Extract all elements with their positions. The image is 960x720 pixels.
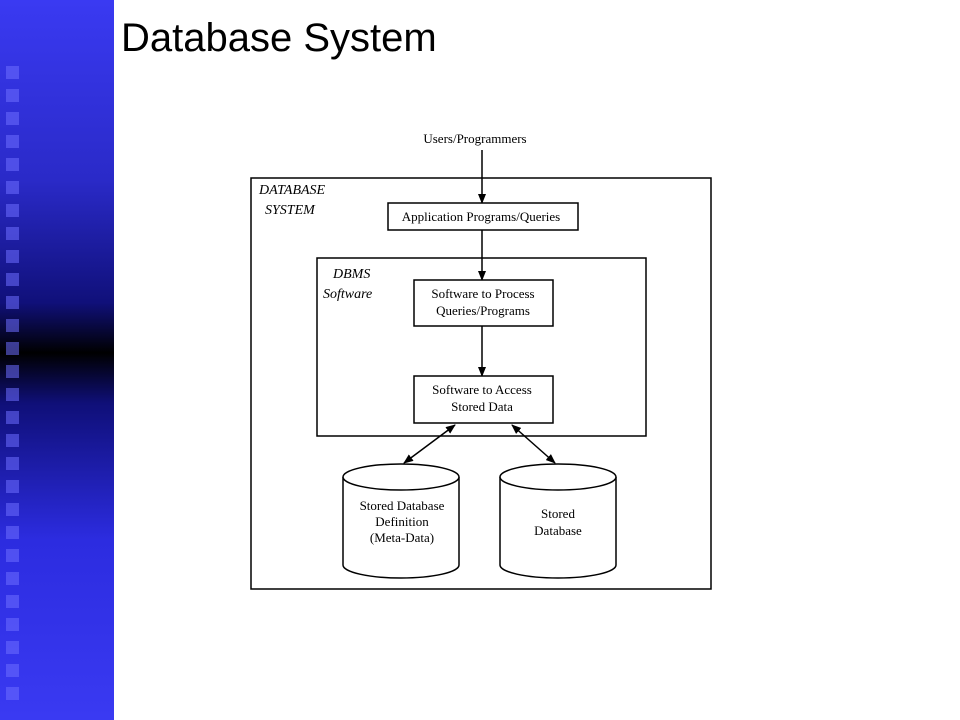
- process-label-line2: Queries/Programs: [436, 303, 530, 318]
- metadata-label-line3: (Meta-Data): [370, 530, 434, 545]
- sidebar-square: [6, 480, 19, 493]
- sidebar-square: [6, 434, 19, 447]
- sidebar-square: [6, 687, 19, 700]
- sidebar-square: [6, 595, 19, 608]
- database-system-label-line1: DATABASE: [258, 183, 326, 198]
- sidebar-square: [6, 388, 19, 401]
- users-label: Users/Programmers: [423, 131, 526, 146]
- sidebar-square: [6, 342, 19, 355]
- application-programs-label: Application Programs/Queries: [402, 209, 561, 224]
- sidebar-square: [6, 319, 19, 332]
- sidebar-square: [6, 158, 19, 171]
- access-stored-data-box: [413, 375, 554, 424]
- stored-database-cylinder: [499, 463, 617, 579]
- sidebar-squares: [6, 66, 26, 716]
- sidebar-square: [6, 503, 19, 516]
- stored-database-label-line2: Database: [534, 523, 582, 538]
- dbms-label-line1: DBMS: [332, 267, 370, 282]
- sidebar-decoration: [0, 0, 114, 720]
- arrow-access-to-metadata: [403, 424, 456, 464]
- sidebar-square: [6, 296, 19, 309]
- sidebar-square: [6, 572, 19, 585]
- sidebar-square: [6, 66, 19, 79]
- process-label-line1: Software to Process: [431, 286, 534, 301]
- sidebar-square: [6, 526, 19, 539]
- sidebar-square: [6, 181, 19, 194]
- process-queries-box: [413, 279, 554, 327]
- metadata-label-line1: Stored Database: [360, 498, 445, 513]
- sidebar-square: [6, 89, 19, 102]
- dbms-label-line2: Software: [323, 287, 372, 302]
- sidebar-square: [6, 204, 19, 217]
- application-programs-box: [387, 202, 579, 231]
- sidebar-square: [6, 457, 19, 470]
- sidebar-square: [6, 411, 19, 424]
- stored-database-label-line1: Stored: [541, 506, 575, 521]
- sidebar-square: [6, 549, 19, 562]
- sidebar-square: [6, 273, 19, 286]
- sidebar-square: [6, 365, 19, 378]
- database-system-box: [250, 177, 712, 590]
- sidebar-square: [6, 664, 19, 677]
- access-label-line2: Stored Data: [451, 399, 513, 414]
- sidebar-square: [6, 135, 19, 148]
- database-system-label-line2: SYSTEM: [265, 203, 316, 218]
- sidebar-square: [6, 112, 19, 125]
- sidebar-square: [6, 250, 19, 263]
- arrow-access-to-stored-database: [511, 424, 556, 464]
- page-title: Database System: [121, 16, 437, 60]
- sidebar-square: [6, 227, 19, 240]
- metadata-label-line2: Definition: [375, 514, 429, 529]
- sidebar-square: [6, 618, 19, 631]
- sidebar-square: [6, 641, 19, 654]
- access-label-line1: Software to Access: [432, 382, 532, 397]
- metadata-cylinder: [342, 463, 460, 579]
